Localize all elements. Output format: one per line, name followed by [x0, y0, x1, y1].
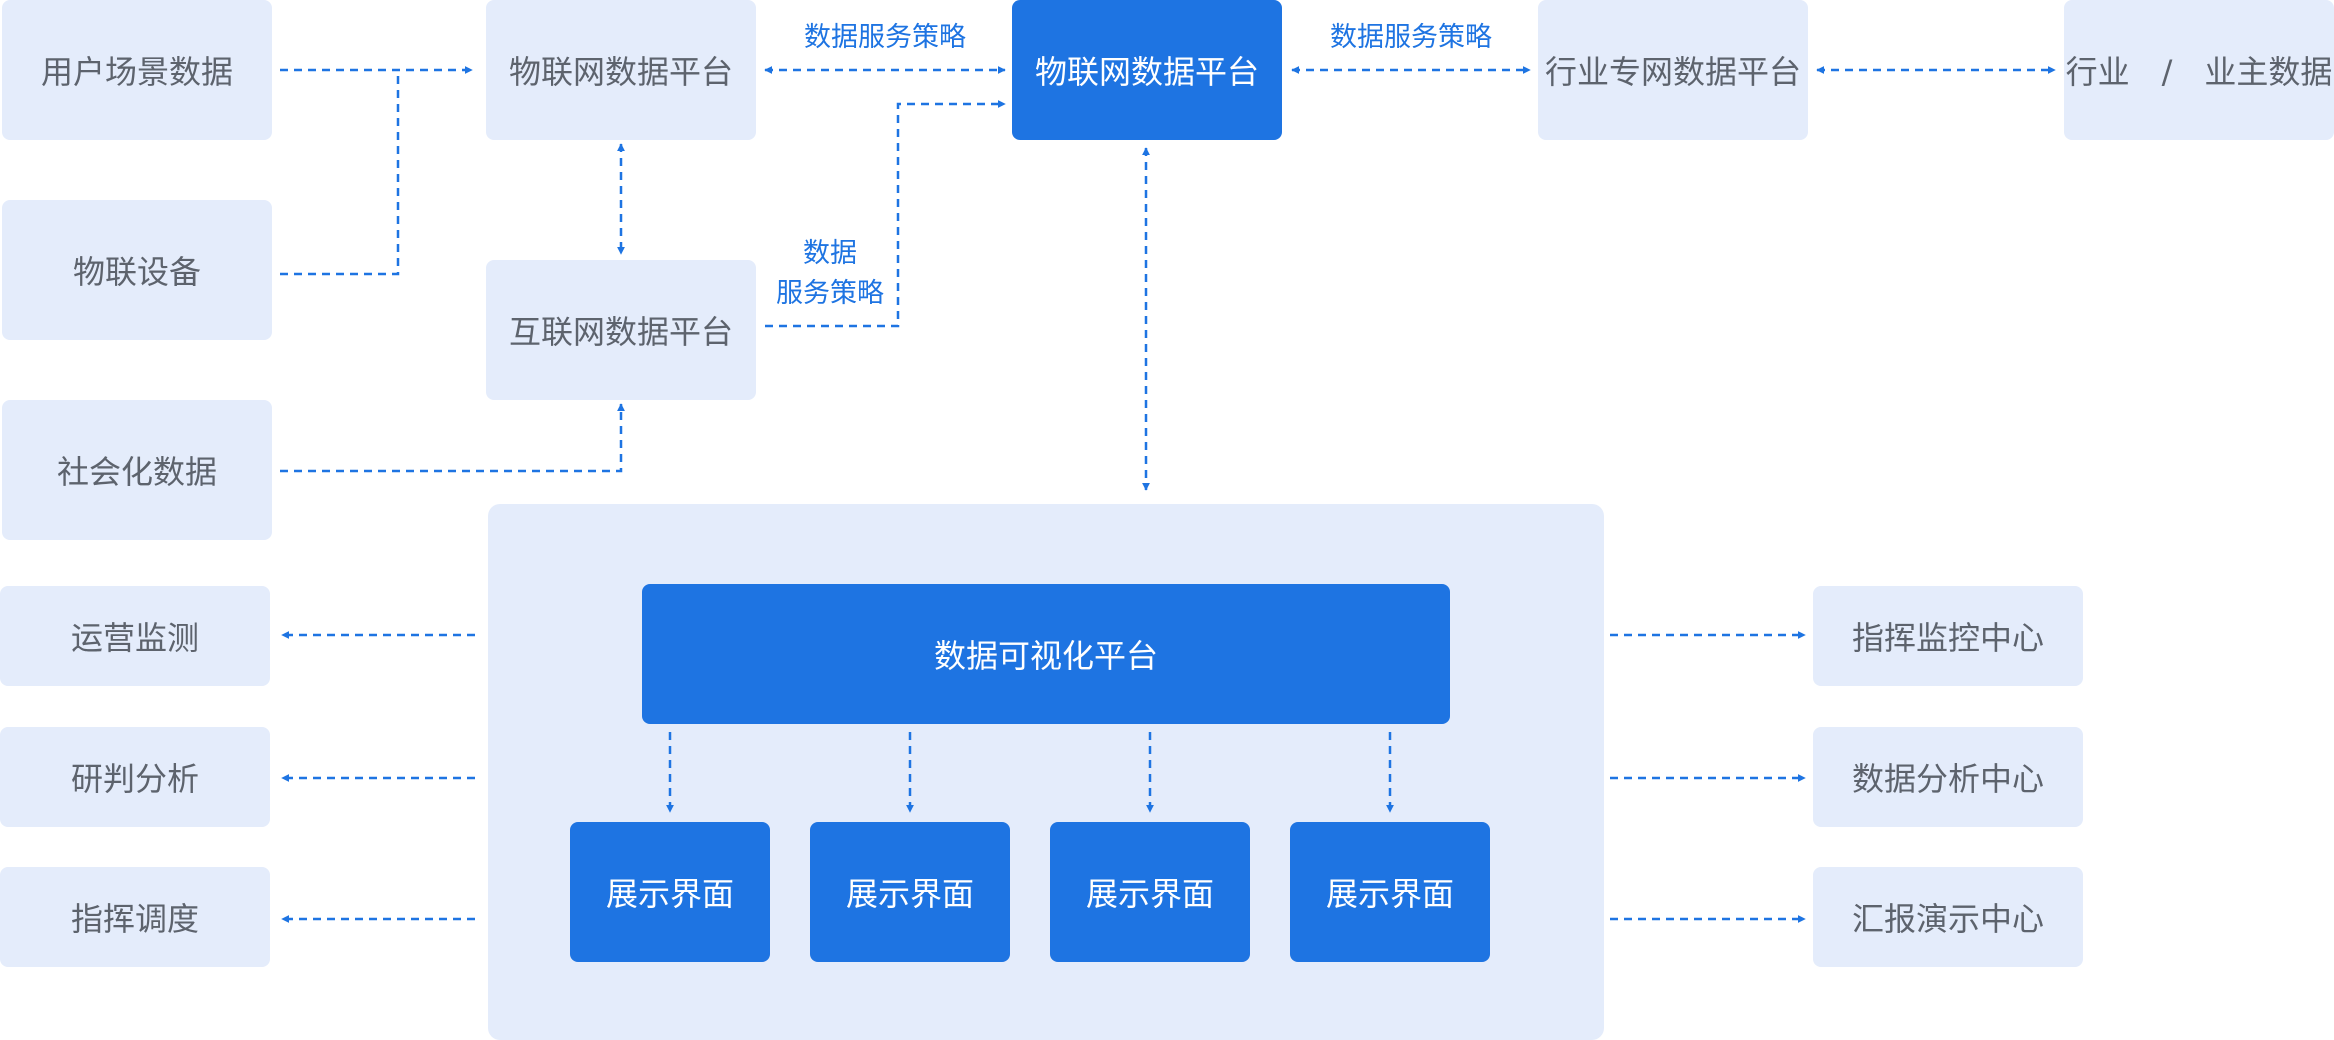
- arrow-internet-to-center: [765, 100, 1006, 328]
- platform-industry-net: 行业专网数据平台: [1538, 0, 1808, 140]
- label-strategy-left: 数据服务策略: [804, 22, 966, 53]
- display-screen-1: 展示界面: [570, 822, 770, 962]
- output-operations-monitoring: 运营监测: [0, 586, 270, 686]
- output-command-monitor-center: 指挥监控中心: [1813, 586, 2083, 686]
- source-user-scene: 用户场景数据: [2, 0, 272, 140]
- platform-iot-center: 物联网数据平台: [1012, 0, 1282, 140]
- arrow-device-to-iot: [280, 70, 400, 276]
- platform-internet: 互联网数据平台: [486, 260, 756, 400]
- output-report-demo-center: 汇报演示中心: [1813, 867, 2083, 967]
- label-strategy-right: 数据服务策略: [1330, 22, 1492, 53]
- display-screen-4: 展示界面: [1290, 822, 1490, 962]
- platform-industry-owner: 行业 / 业主数据: [2064, 0, 2334, 140]
- arrow-social-to-internet: [280, 403, 625, 473]
- label-strategy-mid-line2: 服务策略: [776, 278, 884, 309]
- label-strategy-mid: 数据 服务策略: [762, 234, 898, 314]
- output-analysis-judgment: 研判分析: [0, 727, 270, 827]
- platform-iot-left: 物联网数据平台: [486, 0, 756, 140]
- label-strategy-mid-line1: 数据: [803, 238, 857, 269]
- source-iot-device: 物联设备: [2, 200, 272, 340]
- output-data-analysis-center: 数据分析中心: [1813, 727, 2083, 827]
- output-command-dispatch: 指挥调度: [0, 867, 270, 967]
- display-screen-2: 展示界面: [810, 822, 1010, 962]
- display-screen-3: 展示界面: [1050, 822, 1250, 962]
- visual-platform-title: 数据可视化平台: [642, 584, 1450, 724]
- source-social: 社会化数据: [2, 400, 272, 540]
